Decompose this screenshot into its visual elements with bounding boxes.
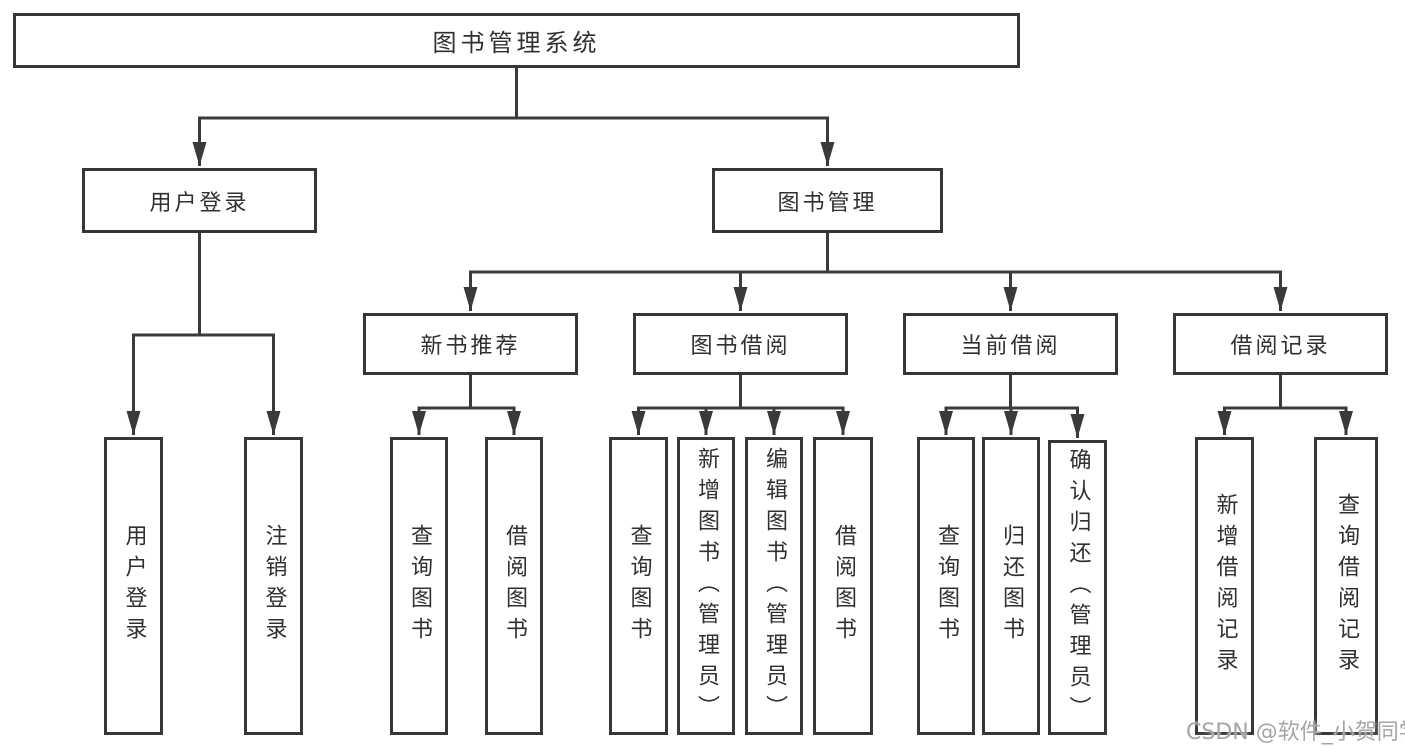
leaf-user-logout: 注销登录 xyxy=(244,437,303,735)
node-module-new-book: 新书推荐 xyxy=(363,313,578,375)
leaf-cb-query-book: 查询图书 xyxy=(917,437,975,735)
node-user-login-branch: 用户登录 xyxy=(82,168,317,233)
node-module-current-borrow-label: 当前借阅 xyxy=(960,334,1061,359)
node-module-book-borrow-label: 图书借阅 xyxy=(690,334,791,359)
node-module-new-book-label: 新书推荐 xyxy=(420,334,521,359)
leaf-user-login: 用户登录 xyxy=(104,437,163,735)
node-root-label: 图书管理系统 xyxy=(432,29,601,57)
leaf-user-logout-label: 注销登录 xyxy=(261,524,287,648)
leaf-bb-add-book: 新增图书（管理员） xyxy=(677,437,735,735)
leaf-cb-return-book: 归还图书 xyxy=(982,437,1040,735)
leaf-bb-query-book-label: 查询图书 xyxy=(626,524,652,648)
leaf-bb-add-book-label: 新增图书（管理员） xyxy=(694,446,719,726)
leaf-bb-borrow-book: 借阅图书 xyxy=(813,437,873,735)
leaf-cb-query-book-label: 查询图书 xyxy=(934,524,959,648)
edges-new-book-to-leaves xyxy=(412,375,521,435)
node-root: 图书管理系统 xyxy=(13,13,1020,68)
leaf-br-add-record: 新增借阅记录 xyxy=(1195,437,1254,735)
leaf-br-query-record: 查询借阅记录 xyxy=(1314,437,1378,735)
leaf-bb-edit-book: 编辑图书（管理员） xyxy=(745,437,803,735)
edges-root-to-branches xyxy=(192,68,835,166)
node-module-current-borrow: 当前借阅 xyxy=(903,313,1118,375)
node-module-book-borrow: 图书借阅 xyxy=(633,313,848,375)
edges-book-mgmt-to-modules xyxy=(463,233,1288,311)
node-user-login-branch-label: 用户登录 xyxy=(149,190,250,216)
node-module-borrow-record-label: 借阅记录 xyxy=(1230,334,1331,359)
leaf-nb-query-book-label: 查询图书 xyxy=(407,524,432,648)
leaf-cb-confirm-return: 确认归还（管理员） xyxy=(1048,440,1107,735)
edges-borrow-record-to-leaves xyxy=(1217,375,1353,435)
leaf-br-add-record-label: 新增借阅记录 xyxy=(1212,493,1238,679)
leaf-br-query-record-label: 查询借阅记录 xyxy=(1334,493,1359,679)
leaf-user-login-label: 用户登录 xyxy=(121,524,147,648)
leaf-nb-borrow-book: 借阅图书 xyxy=(485,437,543,735)
edges-current-borrow-to-leaves xyxy=(939,375,1085,438)
node-module-borrow-record: 借阅记录 xyxy=(1173,313,1388,375)
leaf-cb-return-book-label: 归还图书 xyxy=(999,524,1024,648)
leaf-bb-query-book: 查询图书 xyxy=(609,437,668,735)
leaf-nb-borrow-book-label: 借阅图书 xyxy=(502,524,527,648)
edges-user-login-to-leaves xyxy=(126,233,281,435)
node-book-mgmt-branch-label: 图书管理 xyxy=(777,190,878,216)
edges-book-borrow-to-leaves xyxy=(631,375,850,435)
watermark: CSDN @软件_小贺同学 xyxy=(1186,720,1405,745)
leaf-cb-confirm-return-label: 确认归还（管理员） xyxy=(1065,448,1091,727)
leaf-nb-query-book: 查询图书 xyxy=(390,437,448,735)
leaf-bb-edit-book-label: 编辑图书（管理员） xyxy=(762,446,787,726)
node-book-mgmt-branch: 图书管理 xyxy=(712,168,943,233)
leaf-bb-borrow-book-label: 借阅图书 xyxy=(831,524,856,648)
